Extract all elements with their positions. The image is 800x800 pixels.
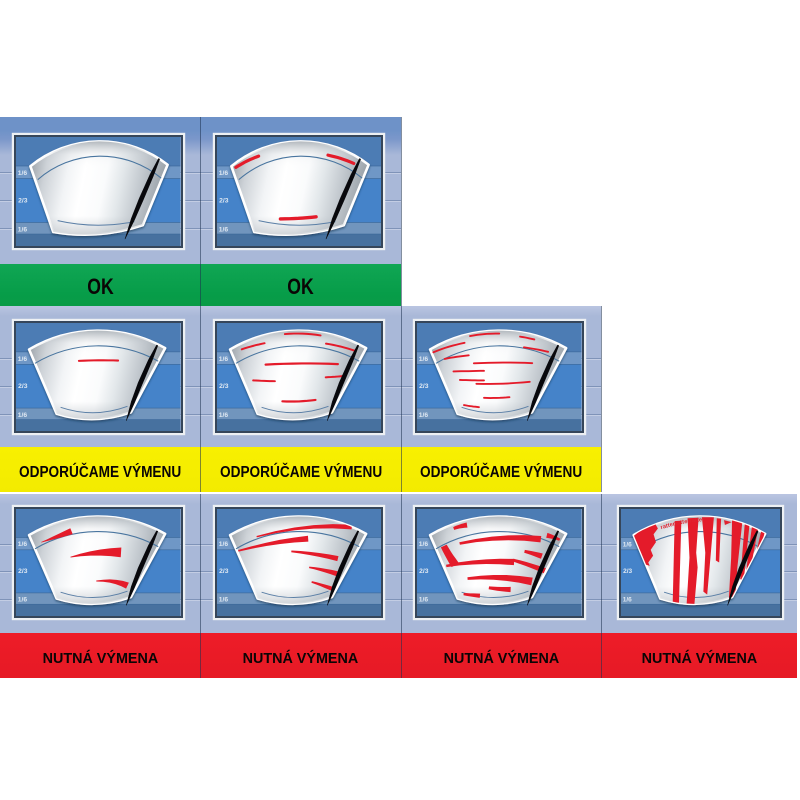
- svg-text:1/6: 1/6: [18, 226, 28, 233]
- svg-text:2/3: 2/3: [419, 383, 429, 390]
- svg-text:1/6: 1/6: [219, 597, 229, 604]
- svg-text:1/6: 1/6: [622, 597, 631, 604]
- svg-text:1/6: 1/6: [18, 170, 28, 177]
- svg-text:1/6: 1/6: [419, 597, 429, 604]
- svg-text:1/6: 1/6: [18, 597, 28, 604]
- svg-text:2/3: 2/3: [18, 568, 28, 575]
- svg-text:1/6: 1/6: [219, 412, 229, 419]
- svg-text:1/6: 1/6: [219, 226, 229, 233]
- svg-text:1/6: 1/6: [18, 356, 28, 363]
- svg-text:1/6: 1/6: [419, 412, 429, 419]
- svg-text:2/3: 2/3: [419, 568, 429, 575]
- svg-text:2/3: 2/3: [18, 197, 28, 204]
- svg-text:1/6: 1/6: [419, 356, 429, 363]
- svg-text:1/6: 1/6: [18, 541, 28, 548]
- svg-text:2/3: 2/3: [623, 568, 632, 575]
- svg-text:1/6: 1/6: [419, 541, 429, 548]
- svg-text:1/6: 1/6: [219, 170, 229, 177]
- svg-text:2/3: 2/3: [219, 197, 229, 204]
- svg-text:2/3: 2/3: [18, 383, 28, 390]
- svg-text:1/6: 1/6: [18, 412, 28, 419]
- svg-text:1/6: 1/6: [219, 541, 229, 548]
- svg-text:2/3: 2/3: [219, 568, 229, 575]
- svg-text:1/6: 1/6: [622, 541, 631, 548]
- svg-text:2/3: 2/3: [219, 383, 229, 390]
- svg-text:1/6: 1/6: [219, 356, 229, 363]
